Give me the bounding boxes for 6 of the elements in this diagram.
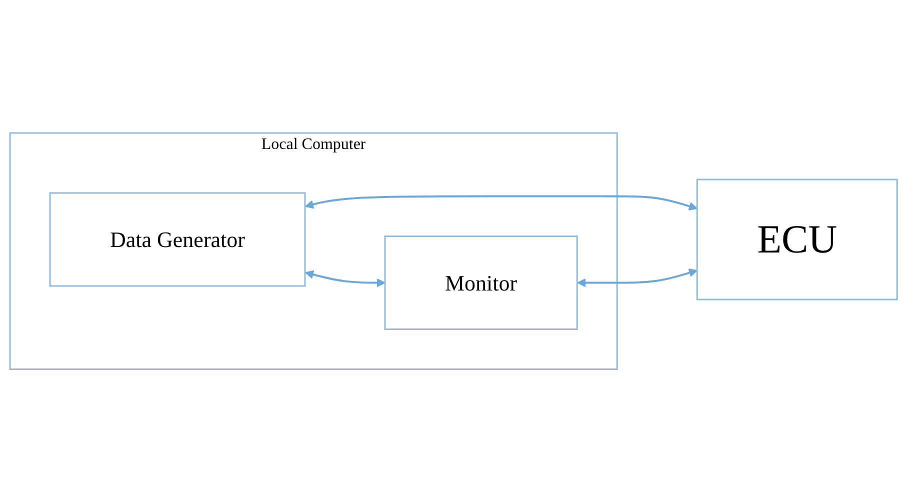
node-box: Data Generator <box>50 192 306 287</box>
arrow <box>305 195 698 210</box>
node-box: ECU <box>696 178 898 300</box>
node-box: Monitor <box>384 235 578 330</box>
arrow <box>578 268 698 288</box>
arrow <box>305 270 386 288</box>
